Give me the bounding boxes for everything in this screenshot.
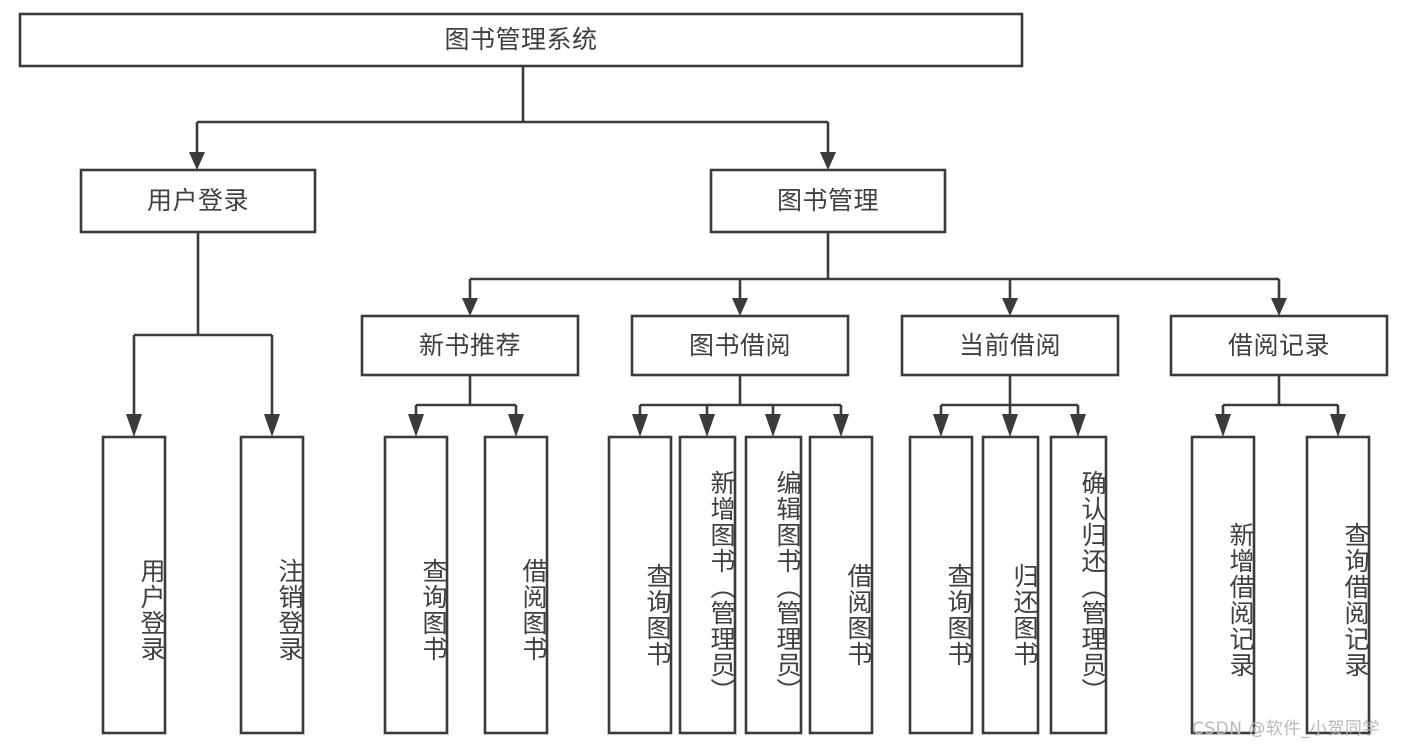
node-box-root[interactable] [18,12,1024,68]
arrowhead-leaf-edit-book [765,414,781,437]
arrowhead-leaf-query-book-2 [632,414,648,437]
node-box-leaf-borrow-book-2[interactable] [808,435,874,735]
node-box-leaf-user-login[interactable] [101,435,167,735]
node-box-borrow-record[interactable] [1169,314,1389,377]
node-box-user-login[interactable] [79,168,317,234]
arrowhead-leaf-confirm-return [1070,414,1086,437]
node-box-leaf-query-book-2[interactable] [607,435,673,735]
node-box-leaf-query-record[interactable] [1305,435,1371,735]
node-box-book-management[interactable] [709,168,947,234]
node-box-leaf-confirm-return[interactable] [1049,435,1108,735]
node-box-leaf-borrow-book-1[interactable] [483,435,549,735]
arrowhead-leaf-logout [264,414,280,437]
node-box-leaf-query-book-1[interactable] [383,435,449,735]
node-box-book-borrow[interactable] [630,314,850,377]
arrowhead-borrow-record [1271,298,1287,316]
node-box-leaf-edit-book[interactable] [744,435,803,735]
arrowhead-current-borrow [1002,298,1018,316]
node-box-leaf-query-book-3[interactable] [908,435,974,735]
arrowhead-book-borrow [732,298,748,316]
arrowhead-leaf-return-book [1002,414,1018,437]
arrowhead-user-login [189,152,205,170]
arrowhead-new-book-recommend [462,298,478,316]
arrowhead-leaf-query-book-1 [408,414,424,437]
node-box-current-borrow[interactable] [900,314,1120,377]
arrowhead-leaf-borrow-book-1 [508,414,524,437]
arrowhead-book-management [820,152,836,170]
arrowhead-leaf-borrow-book-2 [833,414,849,437]
node-box-leaf-add-book[interactable] [678,435,737,735]
arrowhead-leaf-query-book-3 [933,414,949,437]
arrowhead-leaf-add-book [699,414,715,437]
arrowhead-leaf-query-record [1330,414,1346,437]
node-box-new-book-recommend[interactable] [360,314,580,377]
node-box-leaf-logout[interactable] [239,435,305,735]
node-box-leaf-return-book[interactable] [981,435,1040,735]
node-box-leaf-add-record[interactable] [1190,435,1256,735]
arrowhead-leaf-user-login [126,414,142,437]
arrowhead-leaf-add-record [1215,414,1231,437]
